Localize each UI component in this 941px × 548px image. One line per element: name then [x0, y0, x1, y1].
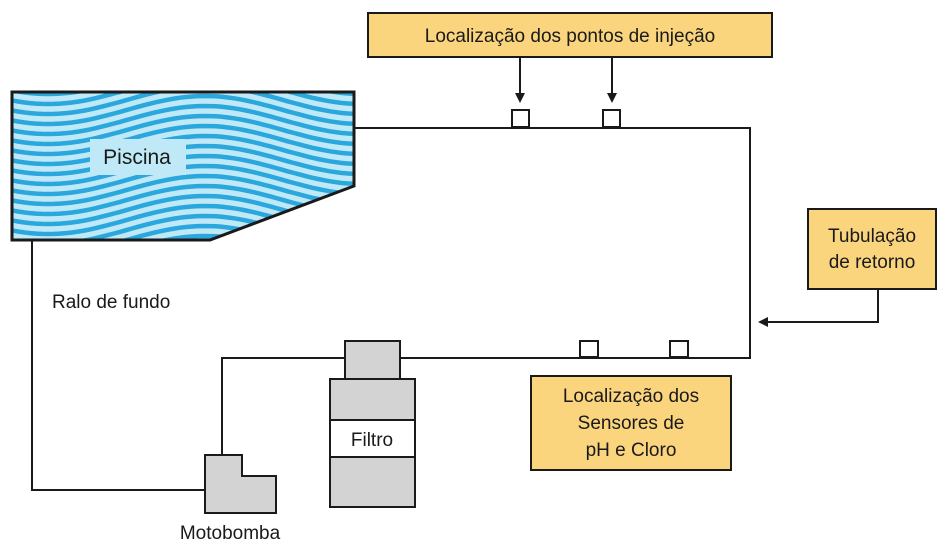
- injection-port-1: [511, 109, 530, 128]
- injection-points-callout: Localização dos pontos de injeção: [367, 12, 773, 58]
- wave-line: [12, 123, 354, 157]
- filter-label: Filtro: [351, 430, 393, 451]
- wave-line: [12, 92, 354, 117]
- sensors-label-line3: pH e Cloro: [586, 440, 677, 461]
- drain-pipe: [31, 240, 205, 491]
- sensors-label-line1: Localização dos: [563, 386, 699, 407]
- pipe-network: [31, 127, 751, 491]
- return-pipe-callout: Tubulação de retorno: [807, 208, 937, 290]
- sensors-label-line2: Sensores de: [578, 413, 685, 434]
- return-pipe-label-line2: de retorno: [829, 252, 916, 273]
- wave-line: [0, 246, 366, 274]
- wave-line: [0, 56, 366, 84]
- bottom-drain-label: Ralo de fundo: [52, 292, 170, 313]
- wave-line: [12, 113, 354, 147]
- sensors-callout: Localização dos Sensores de pH e Cloro: [530, 375, 732, 471]
- wave-line: [12, 93, 354, 127]
- wave-line: [12, 133, 354, 167]
- wave-line: [12, 233, 354, 240]
- return-pipe-arrow: [758, 289, 879, 327]
- return-pipe-label-line1: Tubulação: [828, 226, 916, 247]
- pool: Piscina: [0, 56, 366, 274]
- sensor-port-2: [669, 340, 689, 358]
- injection-port-2: [602, 109, 621, 128]
- filter-head: [344, 340, 401, 380]
- pump-to-filter-pipe: [221, 357, 345, 455]
- wave-line: [12, 173, 354, 207]
- pump-label: Motobomba: [180, 523, 281, 544]
- pump-body: [204, 454, 277, 514]
- filter-label-band: [329, 419, 416, 458]
- filter: Filtro: [329, 340, 416, 508]
- pump: Motobomba: [180, 454, 281, 544]
- sensor-port-1: [579, 340, 599, 358]
- pool-label: Piscina: [103, 146, 171, 169]
- wave-line: [12, 92, 354, 97]
- wave-line: [12, 92, 354, 107]
- wave-line: [12, 223, 354, 240]
- return-pipe: [354, 127, 751, 359]
- injection-points-label: Localização dos pontos de injeção: [425, 26, 715, 47]
- wave-line: [12, 103, 354, 137]
